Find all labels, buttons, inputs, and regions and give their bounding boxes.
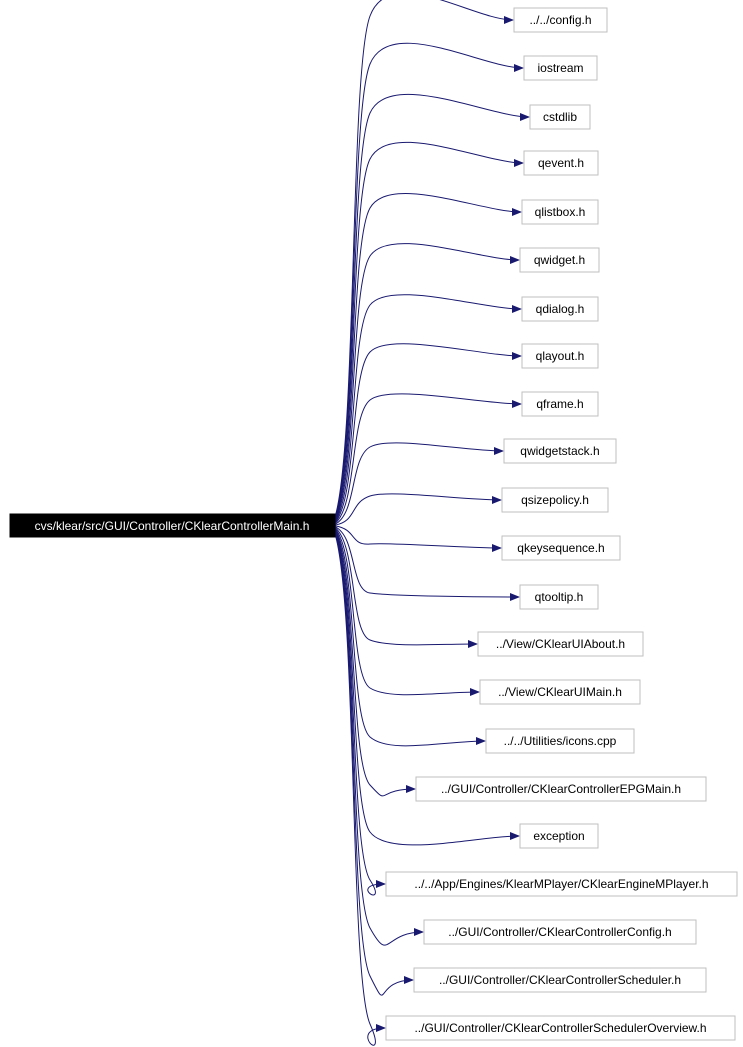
include-node-qkeysequence-h[interactable]: qkeysequence.h [501,535,621,561]
include-node-box [519,584,599,610]
include-node-qevent-h[interactable]: qevent.h [523,150,599,176]
include-node-qtooltip-h[interactable]: qtooltip.h [519,584,599,610]
include-node-label: qframe.h [536,397,583,411]
edge-qevent-h [334,141,524,520]
root-file-node[interactable]: cvs/klear/src/GUI/Controller/CKlearContr… [9,513,336,538]
include-node-label: qtooltip.h [535,590,584,604]
include-node-view-cklearuiabout-h[interactable]: ../View/CKlearUIAbout.h [477,631,644,657]
include-node-label: ../GUI/Controller/CKlearControllerSchedu… [414,1021,706,1035]
include-node-box [521,296,599,322]
edge-qlistbox-h [334,193,522,521]
include-node-box [529,104,591,130]
include-node-label: qlistbox.h [535,205,586,219]
include-node-label: ../View/CKlearUIMain.h [498,685,622,699]
include-node-qframe-h[interactable]: qframe.h [521,391,599,417]
edge-app-engines-klearmplayer-cklearenginemplayer-h [334,531,386,896]
include-node-label: exception [533,829,584,843]
include-node-qwidget-h[interactable]: qwidget.h [519,247,600,273]
include-node-label: ../GUI/Controller/CKlearControllerConfig… [448,925,671,939]
include-edges [334,0,530,1046]
edge-utilities-icons-cpp [334,528,486,747]
include-node-qlayout-h[interactable]: qlayout.h [521,343,599,369]
edge-gui-controller-cklearcontrollerscheduleroverview-h [334,533,386,1046]
include-node-box [415,776,707,802]
include-node-gui-controller-cklearcontrollerscheduleroverview-h[interactable]: ../GUI/Controller/CKlearControllerSchedu… [385,1015,736,1041]
include-node-qlistbox-h[interactable]: qlistbox.h [521,199,599,225]
edge-exception [334,530,520,846]
include-node-label: ../../Utilities/icons.cpp [504,734,617,748]
include-node-box [385,1015,736,1041]
include-node-box [385,871,738,897]
edge-qlayout-h [334,343,522,524]
edge-qframe-h [334,393,522,524]
include-node-box [519,247,600,273]
edge-gui-controller-cklearcontrollerepgmain-h [334,529,416,797]
include-node-box [479,679,641,705]
edge-qdialog-h [334,294,522,523]
include-node-box [501,487,609,513]
include-node-label: qwidget.h [534,253,585,267]
include-node-box [521,199,599,225]
include-node-box [523,150,599,176]
include-node-qwidgetstack-h[interactable]: qwidgetstack.h [503,438,617,464]
include-node-config-h[interactable]: ../../config.h [513,7,608,33]
root-file-label: cvs/klear/src/GUI/Controller/CKlearContr… [35,519,310,533]
include-node-box [423,919,697,945]
edge-qwidgetstack-h [334,442,504,525]
include-node-label: qsizepolicy.h [521,493,589,507]
edge-gui-controller-cklearcontrollerscheduler-h [334,532,414,996]
include-node-label: qlayout.h [536,349,585,363]
include-node-label: iostream [537,61,583,75]
edge-qwidget-h [334,243,520,522]
include-node-box [523,55,598,81]
include-node-label: ../GUI/Controller/CKlearControllerSchedu… [439,973,681,987]
include-node-app-engines-klearmplayer-cklearenginemplayer-h[interactable]: ../../App/Engines/KlearMPlayer/CKlearEng… [385,871,738,897]
include-node-qsizepolicy-h[interactable]: qsizepolicy.h [501,487,609,513]
edge-gui-controller-cklearcontrollerconfig-h [334,532,424,946]
include-node-box [413,967,707,993]
include-node-gui-controller-cklearcontrollerconfig-h[interactable]: ../GUI/Controller/CKlearControllerConfig… [423,919,697,945]
include-node-label: cstdlib [543,110,577,124]
include-node-label: qwidgetstack.h [520,444,599,458]
edge-cstdlib [334,93,530,519]
include-nodes: ../../config.h iostream cstdlib qevent.h qli… [385,7,738,1041]
include-node-iostream[interactable]: iostream [523,55,598,81]
include-node-box [503,438,617,464]
root-file-box [9,513,336,538]
include-node-box [501,535,621,561]
edge-qsizepolicy-h [334,493,502,526]
include-node-label: ../../App/Engines/KlearMPlayer/CKlearEng… [414,877,708,891]
include-node-cstdlib[interactable]: cstdlib [529,104,591,130]
include-node-box [521,391,599,417]
include-node-utilities-icons-cpp[interactable]: ../../Utilities/icons.cpp [485,728,635,754]
edge-config-h [334,0,514,518]
include-node-label: qdialog.h [536,302,585,316]
include-node-box [485,728,635,754]
include-node-label: ../GUI/Controller/CKlearControllerEPGMai… [441,782,681,796]
edge-iostream [334,42,524,519]
include-node-label: qkeysequence.h [517,541,604,555]
include-node-label: ../View/CKlearUIAbout.h [496,637,625,651]
include-node-label: qevent.h [538,156,584,170]
include-node-box [519,823,599,849]
include-node-qdialog-h[interactable]: qdialog.h [521,296,599,322]
edge-view-cklearuiabout-h [334,527,478,649]
include-node-box [521,343,599,369]
include-node-box [513,7,608,33]
edge-view-cklearuimain-h [334,527,480,697]
include-node-box [477,631,644,657]
include-node-label: ../../config.h [529,13,591,27]
edge-qtooltip-h [334,526,520,601]
edge-qkeysequence-h [334,525,502,552]
include-node-gui-controller-cklearcontrollerscheduler-h[interactable]: ../GUI/Controller/CKlearControllerSchedu… [413,967,707,993]
include-node-gui-controller-cklearcontrollerepgmain-h[interactable]: ../GUI/Controller/CKlearControllerEPGMai… [415,776,707,802]
include-node-exception[interactable]: exception [519,823,599,849]
include-node-view-cklearuimain-h[interactable]: ../View/CKlearUIMain.h [479,679,641,705]
